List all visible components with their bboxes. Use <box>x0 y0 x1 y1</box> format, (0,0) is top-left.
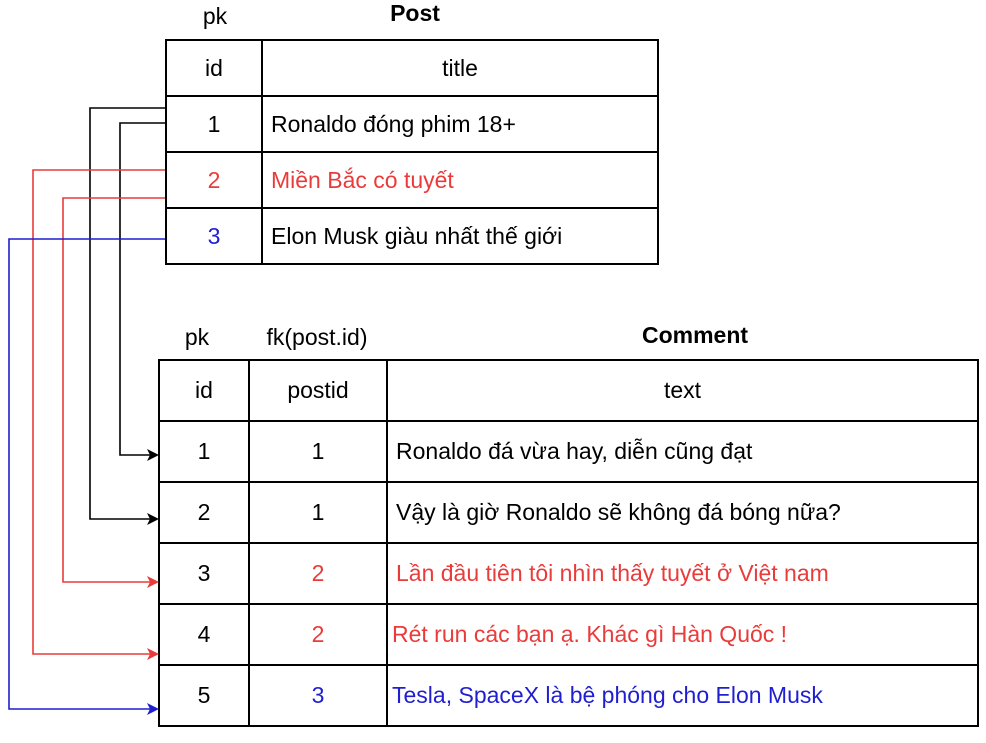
comment-row-4-postid: 2 <box>248 603 388 666</box>
arrow-post1-comment2 <box>89 107 165 525</box>
post-row-1-title: Ronaldo đóng phim 18+ <box>261 95 659 153</box>
arrow-post3-comment5 <box>8 238 165 715</box>
comment-table: id postid text 1 1 Ronaldo đá vừa hay, d… <box>158 359 979 727</box>
comment-row-3-postid: 2 <box>248 542 388 605</box>
comment-pk-label: pk <box>184 324 210 350</box>
comment-row-2: 2 1 Vậy là giờ Ronaldo sẽ không đá bóng … <box>158 481 979 544</box>
comment-col-postid: postid <box>248 359 388 422</box>
comment-row-3: 3 2 Lần đầu tiên tôi nhìn thấy tuyết ở V… <box>158 542 979 605</box>
post-row-3-title: Elon Musk giàu nhất thế giới <box>261 207 659 265</box>
post-row-2-id: 2 <box>165 151 263 209</box>
post-col-id: id <box>165 39 263 97</box>
comment-row-4-id: 4 <box>158 603 250 666</box>
post-table-title: Post <box>390 0 440 26</box>
comment-fk-label: fk(post.id) <box>266 324 368 350</box>
comment-row-1-postid: 1 <box>248 420 388 483</box>
post-row-3-id: 3 <box>165 207 263 265</box>
comment-row-2-text: Vậy là giờ Ronaldo sẽ không đá bóng nữa? <box>386 481 979 544</box>
comment-row-5-postid: 3 <box>248 664 388 727</box>
post-row-2-title: Miền Bắc có tuyết <box>261 151 659 209</box>
post-header-row: id title <box>165 39 659 97</box>
arrow-post2-comment4 <box>32 169 165 660</box>
comment-row-1-id: 1 <box>158 420 250 483</box>
comment-row-5-text: Tesla, SpaceX là bệ phóng cho Elon Musk <box>386 664 979 727</box>
post-pk-label: pk <box>202 3 228 29</box>
comment-col-text: text <box>386 359 979 422</box>
post-row-2: 2 Miền Bắc có tuyết <box>165 151 659 209</box>
comment-row-3-text: Lần đầu tiên tôi nhìn thấy tuyết ở Việt … <box>386 542 979 605</box>
comment-row-2-postid: 1 <box>248 481 388 544</box>
post-row-1-id: 1 <box>165 95 263 153</box>
comment-row-1-text: Ronaldo đá vừa hay, diễn cũng đạt <box>386 420 979 483</box>
comment-row-5-id: 5 <box>158 664 250 727</box>
comment-row-1: 1 1 Ronaldo đá vừa hay, diễn cũng đạt <box>158 420 979 483</box>
post-table: id title 1 Ronaldo đóng phim 18+ 2 Miền … <box>165 39 659 265</box>
comment-row-4: 4 2 Rét run các bạn ạ. Khác gì Hàn Quốc … <box>158 603 979 666</box>
comment-header-row: id postid text <box>158 359 979 422</box>
comment-row-3-id: 3 <box>158 542 250 605</box>
post-row-1: 1 Ronaldo đóng phim 18+ <box>165 95 659 153</box>
arrow-post2-comment3 <box>62 197 165 588</box>
post-row-3: 3 Elon Musk giàu nhất thế giới <box>165 207 659 265</box>
arrow-post1-comment1 <box>119 122 165 461</box>
post-col-title: title <box>261 39 659 97</box>
comment-row-2-id: 2 <box>158 481 250 544</box>
comment-col-id: id <box>158 359 250 422</box>
comment-row-4-text: Rét run các bạn ạ. Khác gì Hàn Quốc ! <box>386 603 979 666</box>
comment-row-5: 5 3 Tesla, SpaceX là bệ phóng cho Elon M… <box>158 664 979 727</box>
comment-table-title: Comment <box>641 322 749 348</box>
